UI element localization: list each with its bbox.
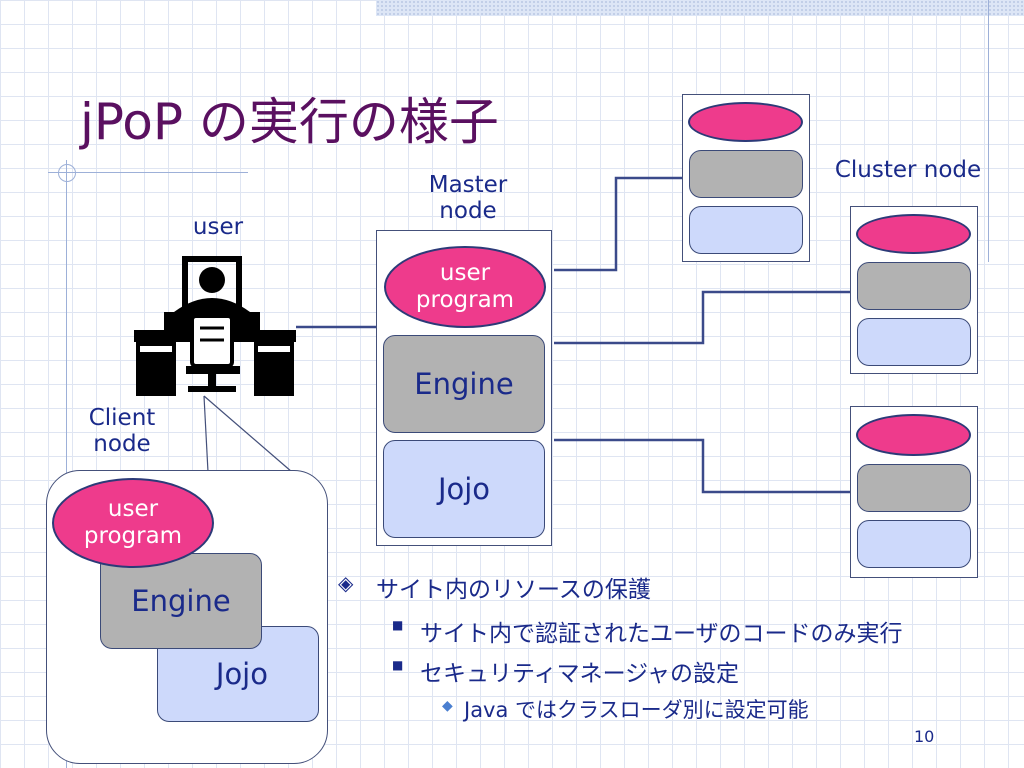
link-master-cluster3 [554, 438, 850, 494]
master-engine-box: Engine [383, 335, 545, 433]
cluster-2-program-ellipse [856, 214, 971, 254]
bullet-list: ◈ サイト内のリソースの保護 ■ サイト内で認証されたユーザのコードのみ実行 ■… [338, 570, 1018, 730]
client-jojo-label: Jojo [215, 657, 268, 691]
client-engine-box: Engine [100, 553, 262, 649]
bullet-text-3: セキュリティマネージャの設定 [420, 661, 740, 687]
square-bullet-icon: ■ [392, 618, 404, 632]
client-user-program: user program [52, 478, 214, 568]
diamond-bullet-icon: ◈ [338, 571, 354, 595]
square-bullet-icon: ■ [392, 658, 404, 672]
cluster-3-engine-box [857, 464, 971, 512]
client-user-program-label: user program [83, 496, 183, 549]
header-band [376, 0, 1024, 16]
cluster-2-jojo-box [857, 318, 971, 366]
slide-title: jPoP の実行の様子 [80, 93, 499, 151]
master-user-program: user program [384, 246, 546, 328]
bullet-text-4: Java ではクラスローダ別に設定可能 [464, 698, 809, 722]
decor-vertical-line [988, 0, 989, 262]
small-diamond-bullet-icon: ◆ [442, 698, 453, 714]
client-engine-label: Engine [131, 584, 231, 618]
cluster-3-program-ellipse [856, 414, 971, 456]
decor-circle-icon [58, 164, 76, 182]
cluster-1-jojo-box [689, 206, 803, 254]
callout-pointer [203, 395, 209, 473]
cluster-node-label: Cluster node [834, 157, 982, 183]
decor-horizontal-line [48, 172, 248, 173]
master-jojo-box: Jojo [383, 440, 545, 538]
bullet-text-2: サイト内で認証されたユーザのコードのみ実行 [420, 621, 903, 647]
cluster-2-engine-box [857, 262, 971, 310]
master-jojo-label: Jojo [437, 472, 491, 506]
bullet-text-1: サイト内のリソースの保護 [376, 577, 651, 603]
link-master-cluster1 [554, 176, 682, 272]
cluster-1-engine-box [689, 150, 803, 198]
user-label: user [192, 214, 244, 240]
master-user-program-label: user program [415, 260, 515, 313]
cluster-1-program-ellipse [688, 102, 803, 142]
decor-vertical-line-left [66, 160, 67, 768]
master-node-label: Master node [428, 172, 508, 224]
cluster-3-jojo-box [857, 520, 971, 568]
person-at-desk-icon [134, 256, 296, 396]
callout-pointer-2 [203, 395, 293, 473]
master-engine-label: Engine [414, 367, 514, 401]
client-node-label: Client node [88, 405, 156, 457]
link-master-cluster2 [554, 290, 850, 345]
page-number: 10 [914, 727, 935, 746]
